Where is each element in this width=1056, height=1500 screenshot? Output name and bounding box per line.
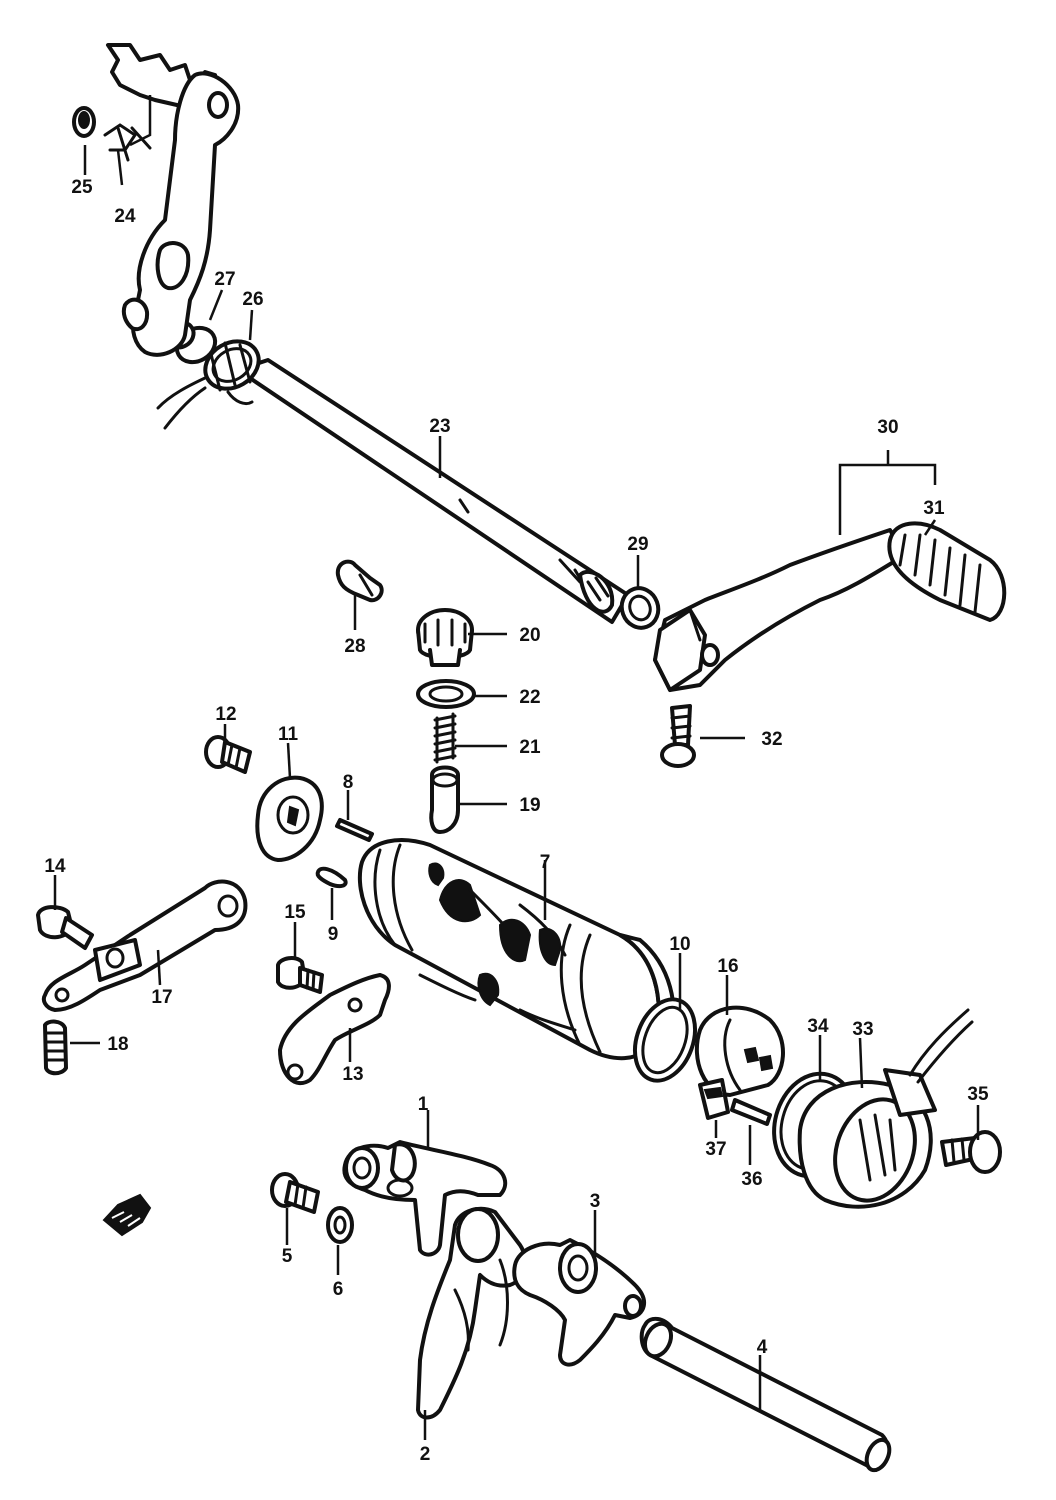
clip-24 <box>103 123 152 162</box>
label-4: 4 <box>757 1337 768 1358</box>
gearshift-shaft-23 <box>236 358 630 624</box>
pin-8 <box>335 818 374 842</box>
bolt-35 <box>940 1130 1002 1174</box>
label-20: 20 <box>519 625 540 646</box>
label-5: 5 <box>282 1246 293 1267</box>
label-37: 37 <box>705 1139 726 1160</box>
shift-fork-1 <box>342 1140 508 1257</box>
label-18: 18 <box>107 1034 128 1055</box>
label-35: 35 <box>967 1084 989 1105</box>
label-3: 3 <box>590 1191 601 1212</box>
label-16: 16 <box>717 956 738 977</box>
gearshift-arm <box>106 43 241 357</box>
bolt-15 <box>276 956 324 994</box>
label-8: 8 <box>343 772 354 793</box>
label-14: 14 <box>44 856 66 877</box>
plug-20 <box>416 608 474 667</box>
label-23: 23 <box>429 416 450 437</box>
washer-6 <box>326 1206 354 1244</box>
guide-plate-13 <box>278 973 391 1086</box>
label-28: 28 <box>344 636 365 657</box>
rubber-grip-31 <box>887 521 1007 622</box>
label-22: 22 <box>519 687 540 708</box>
label-1: 1 <box>418 1094 429 1115</box>
label-11: 11 <box>278 724 299 745</box>
gear-position-switch-33 <box>797 1008 974 1209</box>
pin-36 <box>730 1098 772 1126</box>
part-labels: 1 2 3 4 5 6 7 8 9 10 11 12 13 14 15 16 1… <box>44 177 989 1465</box>
label-13: 13 <box>342 1064 363 1085</box>
label-12: 12 <box>215 704 236 725</box>
stopper-19 <box>429 765 460 834</box>
gearshift-lever-30 <box>653 528 907 692</box>
pin-37 <box>698 1078 730 1120</box>
clip-9 <box>315 866 348 889</box>
fork-shaft-4 <box>639 1316 892 1473</box>
front-arrow-mark <box>102 1193 152 1237</box>
label-25: 25 <box>71 177 93 198</box>
shift-fork-2 <box>416 1206 528 1420</box>
label-17: 17 <box>151 987 172 1008</box>
label-6: 6 <box>333 1279 344 1300</box>
label-24: 24 <box>114 206 136 227</box>
stopper-arm-17 <box>41 879 248 1012</box>
gasket-22 <box>416 679 476 709</box>
label-27: 27 <box>214 269 235 290</box>
label-34: 34 <box>807 1016 829 1037</box>
spring-21 <box>433 712 457 764</box>
label-29: 29 <box>627 534 648 555</box>
washer-25 <box>72 106 96 138</box>
leader-arm <box>129 95 152 147</box>
bolt-5 <box>270 1172 320 1214</box>
label-26: 26 <box>242 289 263 310</box>
label-19: 19 <box>519 795 540 816</box>
label-36: 36 <box>741 1169 762 1190</box>
spring-18 <box>43 1019 68 1076</box>
label-21: 21 <box>519 737 541 758</box>
label-32: 32 <box>761 729 782 750</box>
bolt-12 <box>204 735 252 774</box>
label-2: 2 <box>420 1444 431 1465</box>
oil-seal-29 <box>619 586 661 630</box>
leader-lines <box>53 145 980 1440</box>
label-33: 33 <box>852 1019 873 1040</box>
label-31: 31 <box>923 498 945 519</box>
label-15: 15 <box>284 902 306 923</box>
bolt-28 <box>335 559 384 603</box>
label-30: 30 <box>877 417 898 438</box>
shift-drum-7 <box>357 838 676 1061</box>
shift-cam-11 <box>255 775 324 862</box>
bolt-32 <box>660 704 696 768</box>
retainer-16 <box>694 1005 785 1097</box>
bolt-14 <box>36 905 94 950</box>
shift-fork-3 <box>512 1238 646 1367</box>
label-9: 9 <box>328 924 339 945</box>
return-spring-26 <box>156 339 261 430</box>
label-10: 10 <box>669 934 690 955</box>
label-7: 7 <box>540 852 551 873</box>
